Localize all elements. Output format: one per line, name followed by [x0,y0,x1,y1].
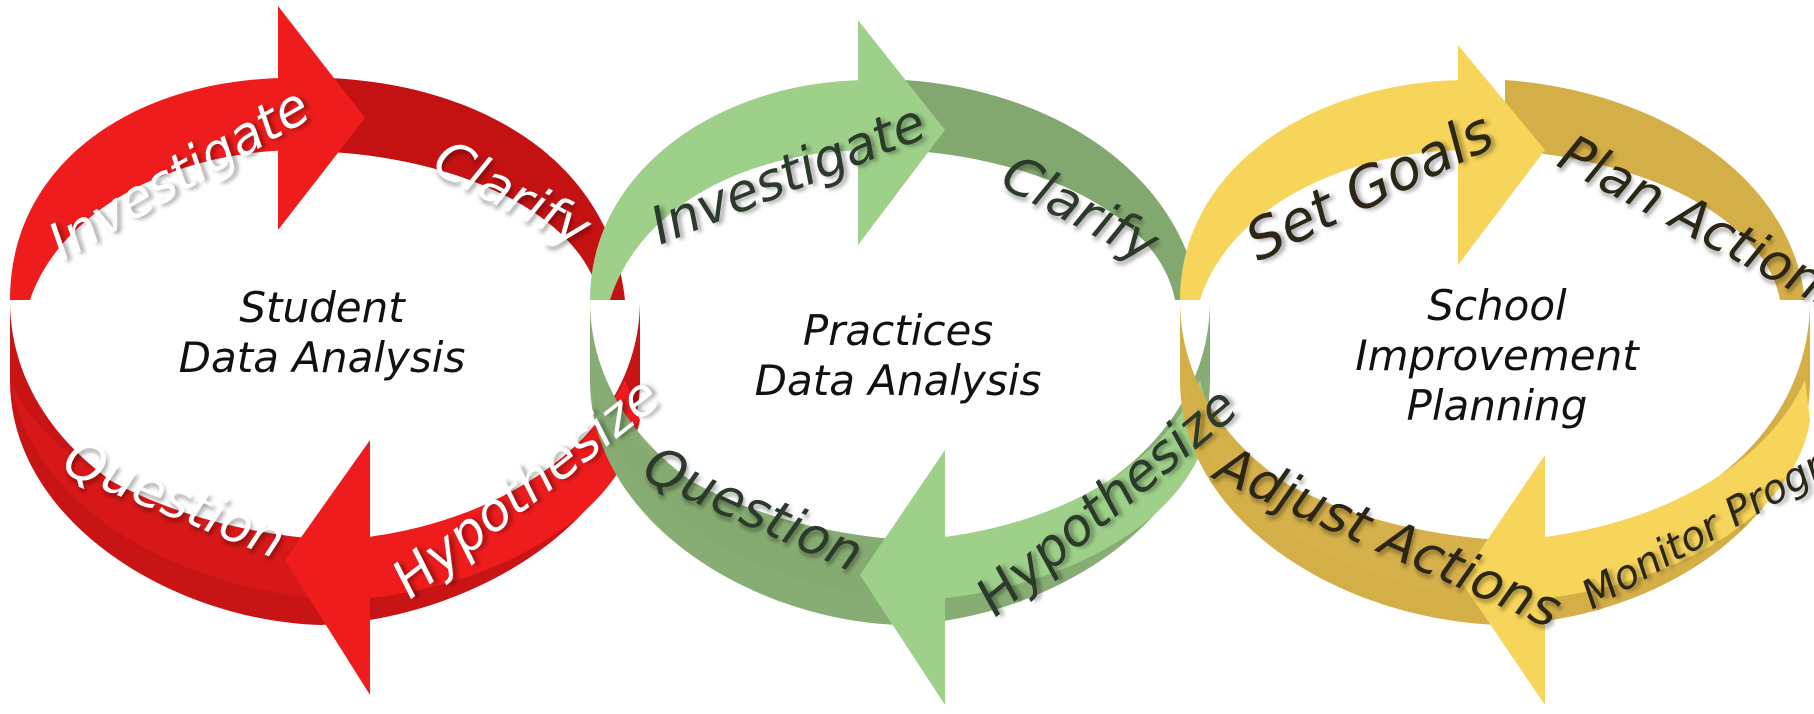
school-center-line-2: Improvement [1355,331,1640,380]
student-band-top-right [330,78,625,300]
practices-band-bottom-right [915,380,1210,600]
student-arrow-top [278,6,365,230]
school-band-top-left [1180,80,1470,300]
student-band-bottom-right [340,380,640,600]
school-arrow-top [1458,45,1545,265]
practices-center-line-1: Practices [803,306,993,355]
school-band-bottom-left [1180,380,1500,600]
cycle-student [10,6,640,695]
student-center-line-1: Student [239,283,406,332]
practices-arrow-bottom [860,450,945,705]
school-center-line-3: Planning [1407,381,1588,430]
school-band-bottom-right [1515,380,1810,600]
school-center-line-1: School [1427,281,1567,330]
practices-band-top-left [590,80,870,300]
student-center-line-2: Data Analysis [179,333,466,382]
school-band-top-right [1505,80,1805,300]
practices-band-top-right [905,80,1200,300]
cycle-practices [590,20,1210,705]
student-band-top-left [10,77,300,300]
practices-band-bottom-left [590,380,905,600]
practices-label-bottom-right: Hypothesize [965,376,1249,628]
school-arrow-bottom [1460,455,1545,705]
student-band-bottom-left [10,380,330,600]
practices-center-line-2: Data Analysis [755,356,1042,405]
practices-arrow-top [858,20,945,245]
student-arrow-bottom [285,440,370,695]
cycle-school [1180,45,1810,705]
